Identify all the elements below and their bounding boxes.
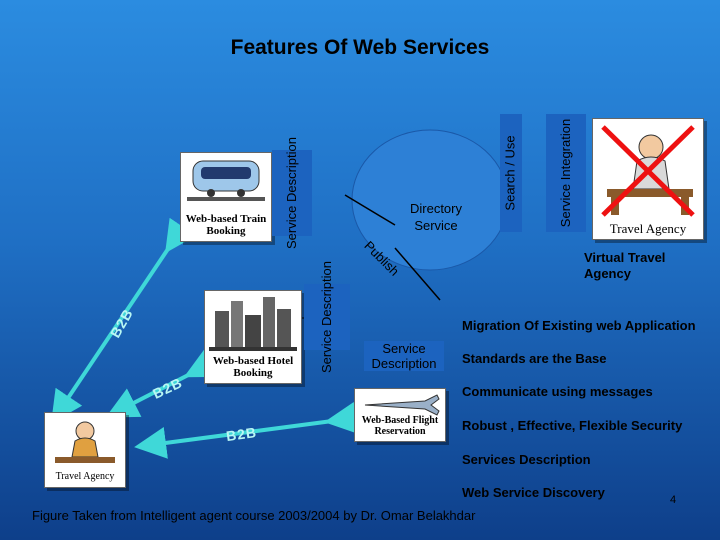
b2b-arrow-left [51, 217, 197, 424]
service-description-label-mid: Service Description [304, 261, 350, 373]
virtual-travel-agency-label: Virtual Travel Agency [584, 250, 666, 281]
travel-agency-label-left: Travel Agency [55, 471, 115, 482]
feature-item: Robust , Effective, Flexible Security [462, 418, 683, 433]
airplane-icon [364, 394, 440, 416]
train-booking-card: Web-based Train Booking [180, 152, 272, 242]
flight-reservation-card: Web-Based Flight Reservation [354, 388, 446, 442]
slide-title: Features Of Web Services [230, 36, 490, 59]
travel-agency-card-left: Travel Agency [44, 412, 126, 488]
search-use-label: Search / Use [500, 114, 522, 232]
agent-at-desk-icon [55, 421, 115, 463]
hotel-booking-label: Web-based Hotel Booking [212, 355, 294, 379]
service-integration-label: Service Integration [546, 114, 586, 232]
feature-item: Web Service Discovery [462, 485, 605, 500]
hotel-booking-card: Web-based Hotel Booking [204, 290, 302, 384]
hotel-skyline-icon [209, 297, 297, 351]
agent-at-desk-icon [601, 125, 695, 217]
publish-line-flight [394, 247, 441, 301]
travel-agency-label-right: Travel Agency [609, 221, 687, 236]
footer-citation: Figure Taken from Intelligent agent cour… [32, 508, 476, 523]
publish-line-train [344, 194, 396, 226]
feature-item: Standards are the Base [462, 351, 607, 366]
b2b-arrow-bottom [134, 402, 358, 459]
feature-item: Migration Of Existing web Application [462, 318, 696, 333]
directory-service-label: Directory Service [409, 201, 462, 233]
flight-reservation-label: Web-Based Flight Reservation [361, 415, 439, 437]
feature-item: Communicate using messages [462, 384, 653, 399]
service-description-box: Service Description [364, 341, 444, 371]
page-number: 4 [670, 494, 677, 506]
travel-agency-card-right: Travel Agency [592, 118, 704, 240]
train-icon [187, 160, 265, 201]
feature-item: Services Description [462, 452, 591, 467]
b2b-arrow-mid [105, 348, 220, 418]
train-booking-label: Web-based Train Booking [185, 213, 267, 237]
service-description-label-top: Service Description [272, 137, 312, 249]
